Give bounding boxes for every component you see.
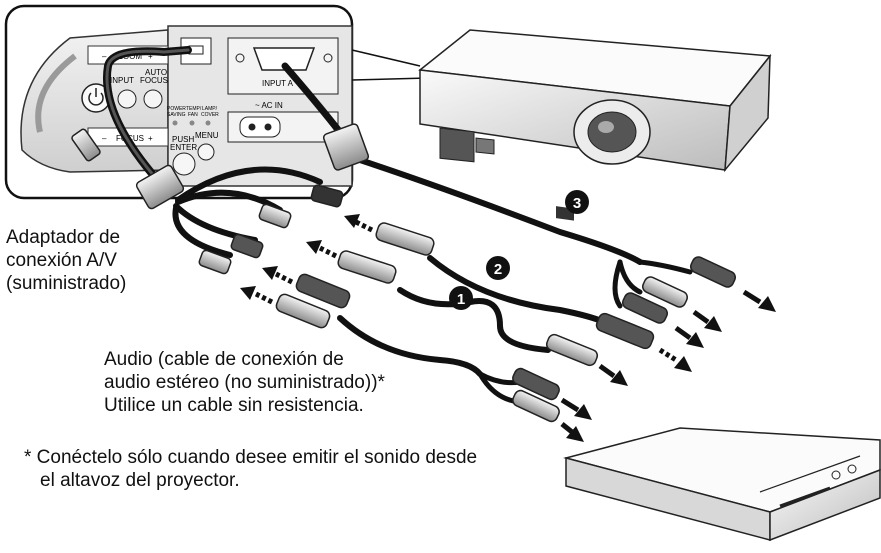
audio-plug-left-2 — [275, 293, 331, 329]
audio-plug-right-2 — [512, 389, 560, 423]
cable-3-plug-2 — [641, 276, 689, 308]
rear-panel-closeup: – ZOOM + – FOCUS + INPUT AUTO FOCUS POWE… — [4, 4, 429, 200]
input-button — [117, 89, 137, 109]
power-icon — [88, 88, 104, 106]
arrow-icon — [674, 325, 704, 348]
arrow-icon — [692, 309, 722, 332]
power-saving-label-1: POWER — [167, 106, 186, 112]
lamp-cover-label-1: LAMP/ — [202, 106, 218, 112]
svg-text:1: 1 — [457, 291, 465, 308]
usb-plug — [71, 128, 101, 162]
cable-3-plug-1 — [689, 256, 737, 288]
power-saving-led — [172, 120, 178, 126]
audio-plug-left-1 — [295, 273, 351, 309]
cable-2-plug-left — [375, 222, 435, 256]
input-a-port — [252, 47, 316, 71]
menu-button — [197, 143, 215, 161]
adapter-audio-out-1 — [258, 203, 292, 229]
marker-3: 3 — [565, 190, 589, 214]
arrows — [240, 214, 776, 442]
svg-text:3: 3 — [573, 195, 581, 212]
lamp-cover-led — [205, 120, 211, 126]
projector-illustration — [418, 29, 772, 221]
zoom-minus: – — [102, 52, 107, 61]
adapter-label-line-3: (suministrado) — [6, 273, 127, 294]
av-adapter-plug — [135, 164, 185, 210]
arrow-icon — [598, 363, 628, 386]
svg-text:2: 2 — [494, 261, 502, 278]
zoom-label: ZOOM — [118, 52, 142, 61]
auto-focus-button — [143, 89, 163, 109]
ac-in-socket — [239, 116, 281, 138]
arrow-icon — [240, 286, 274, 305]
arrow-icon — [262, 266, 294, 285]
adapter-audio-out-3 — [198, 249, 232, 275]
temp-fan-led — [189, 120, 195, 126]
audio-label-line-2: audio estéreo (no suministrado))* — [104, 372, 385, 393]
focus-plus: + — [148, 134, 153, 143]
audio-cable-label: Audio (cable de conexión de audio estére… — [104, 348, 385, 417]
zoom-plus: + — [148, 52, 153, 61]
power-saving-label-2: SAVING — [167, 112, 186, 118]
adapter-label-line-2: conexión A/V — [6, 250, 117, 271]
temp-fan-label-2: FAN — [188, 112, 198, 118]
audio-label-line-1: Audio (cable de conexión de — [104, 349, 344, 370]
video-device-illustration — [563, 427, 881, 542]
vga-plug — [322, 123, 370, 171]
arrow-icon — [742, 289, 776, 312]
plugs — [71, 123, 737, 423]
push-enter-label-2: ENTER — [170, 143, 197, 152]
adapter-audio-out-2 — [230, 233, 264, 259]
push-enter-label-1: PUSH — [172, 135, 194, 144]
push-enter-button — [172, 152, 196, 176]
temp-fan-label-1: TEMP/ — [186, 106, 202, 112]
lamp-cover-label-2: COVER — [201, 112, 219, 118]
cable-1-plug-left — [337, 250, 397, 284]
auto-focus-label-2: FOCUS — [140, 76, 168, 85]
footnote-line-1: * Conéctelo sólo cuando desee emitir el … — [24, 447, 478, 468]
marker-1: 1 — [449, 286, 473, 310]
cable-2-plug-right — [595, 312, 655, 350]
menu-label: MENU — [195, 131, 219, 140]
focus-minus: – — [102, 134, 107, 143]
ac-in-label: ~ AC IN — [255, 101, 283, 110]
cable-1-plug-right — [545, 333, 599, 367]
cables — [103, 46, 693, 405]
arrow-icon — [560, 422, 584, 442]
marker-2: 2 — [486, 256, 510, 280]
adapter-label: Adaptador de conexión A/V (suministrado) — [6, 226, 126, 295]
adapter-video-out — [310, 184, 344, 208]
arrow-icon — [560, 397, 592, 420]
audio-plug-right-1 — [512, 367, 560, 401]
footnote-line-2: el altavoz del proyector. — [40, 470, 240, 491]
input-a-label: INPUT A — [262, 79, 294, 88]
arrow-icon — [344, 214, 374, 233]
cable-3-plug-3 — [621, 292, 669, 324]
footnote: * Conéctelo sólo cuando desee emitir el … — [24, 446, 477, 492]
arrow-icon — [306, 240, 338, 259]
auto-focus-label-1: AUTO — [145, 68, 167, 77]
audio-label-line-3: Utilice un cable sin resistencia. — [104, 395, 364, 416]
arrow-icon — [658, 347, 692, 372]
input-label: INPUT — [110, 76, 134, 85]
adapter-label-line-1: Adaptador de — [6, 227, 121, 248]
